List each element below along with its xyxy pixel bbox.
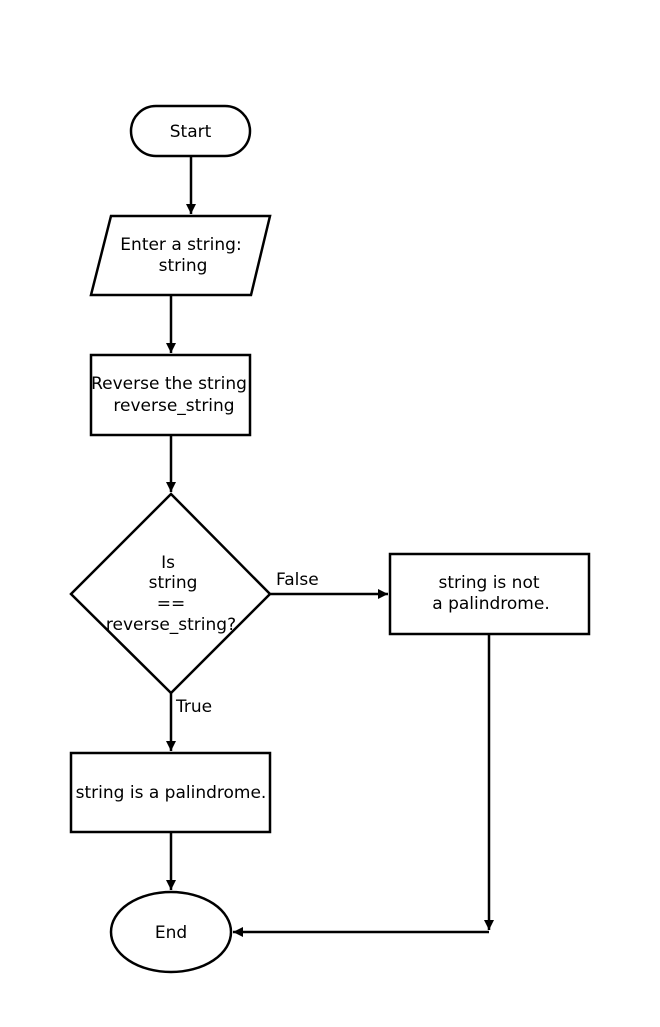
decision-node-label-line1: Is [161, 553, 175, 573]
decision-node-label-line2: string [149, 573, 198, 593]
reverse-node-label-line1: Reverse the string [91, 374, 247, 394]
edge-label-true: True [175, 697, 212, 717]
decision-node-label-line3: == [157, 594, 186, 614]
input-node: Enter a string: string [89, 214, 272, 297]
reverse-node: Reverse the string reverse_string [89, 353, 252, 437]
input-node-label-line2: string [159, 256, 208, 276]
not-palindrome-node: string is not a palindrome. [388, 552, 591, 636]
start-node: Start [129, 104, 252, 158]
reverse-node-label-line2: reverse_string [113, 396, 234, 416]
end-node: End [109, 890, 233, 974]
decision-node-label-line4: reverse_string? [106, 615, 236, 635]
palindrome-node: string is a palindrome. [69, 751, 272, 834]
palindrome-node-label: string is a palindrome. [76, 783, 267, 803]
decision-node: Is string == reverse_string? [69, 492, 272, 695]
edge-label-false: False [276, 570, 319, 590]
not-palindrome-node-label-line2: a palindrome. [432, 594, 549, 614]
input-node-label-line1: Enter a string: [120, 235, 241, 255]
end-node-label: End [155, 923, 187, 943]
start-node-label: Start [170, 122, 212, 142]
not-palindrome-node-label-line1: string is not [438, 573, 539, 593]
